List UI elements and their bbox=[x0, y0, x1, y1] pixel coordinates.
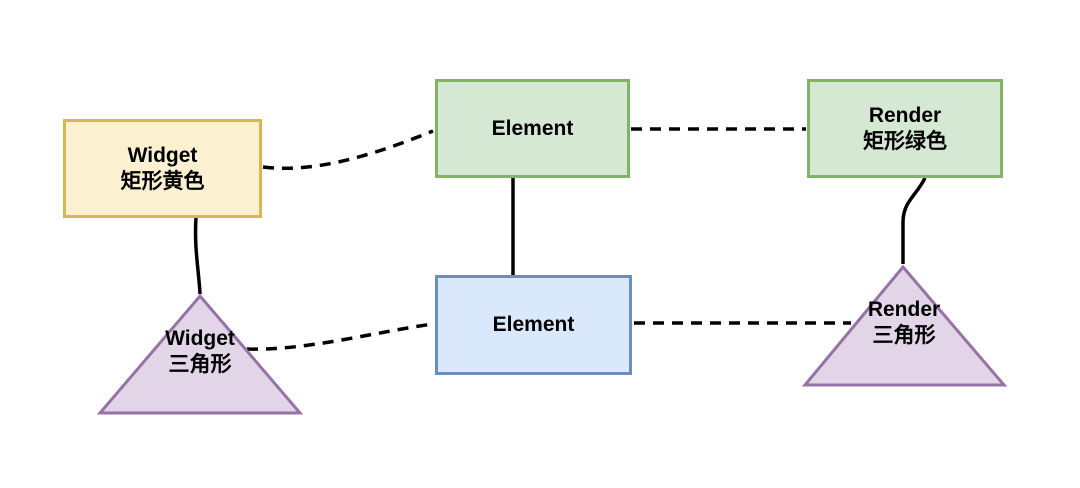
node-render-rect: Render 矩形绿色 bbox=[807, 79, 1003, 178]
node-render-rect-subtitle: 矩形绿色 bbox=[863, 129, 947, 153]
node-render-triangle bbox=[801, 264, 1008, 387]
node-widget-rect-title: Widget bbox=[127, 143, 198, 167]
node-widget-rect-subtitle: 矩形黄色 bbox=[120, 169, 205, 193]
edge-widget-rect-to-widget-triangle bbox=[193, 217, 202, 295]
node-render-rect-title: Render bbox=[868, 103, 942, 127]
node-widget-rect: Widget 矩形黄色 bbox=[63, 119, 262, 218]
node-element-top: Element bbox=[435, 79, 630, 178]
edge-render-rect-to-render-triangle bbox=[901, 177, 927, 264]
node-widget-triangle bbox=[96, 293, 304, 415]
node-element-bottom: Element bbox=[435, 275, 632, 375]
node-element-bottom-title: Element bbox=[492, 313, 575, 336]
node-element-top-title: Element bbox=[491, 116, 574, 140]
edge-widget-rect-to-element-top bbox=[262, 129, 434, 171]
edge-widget-triangle-to-element-bottom bbox=[246, 322, 434, 351]
